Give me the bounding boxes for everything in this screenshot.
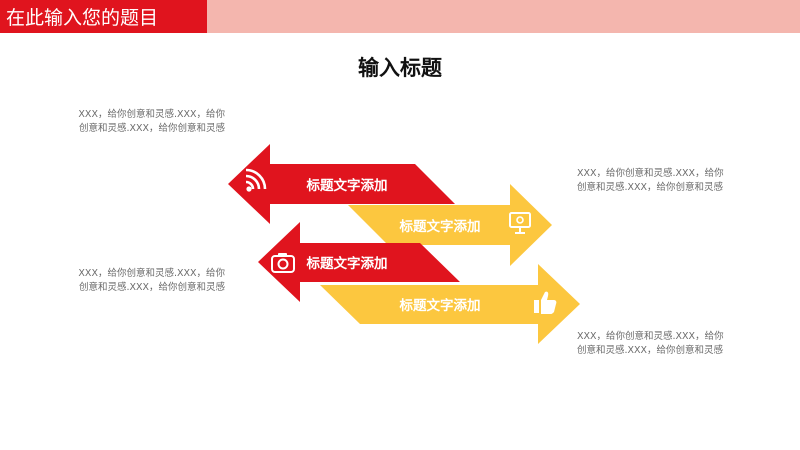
arrow-yellow-bottom: 标题文字添加 xyxy=(320,264,580,344)
arrow-label-2: 标题文字添加 xyxy=(399,218,481,235)
arrow-red-top: 标题文字添加 xyxy=(228,144,455,224)
text-block-bottom-left: XXX，给你创意和灵感.XXX，给你创意和灵感.XXX，给你创意和灵感 xyxy=(78,268,225,293)
text-block-top-left: XXX，给你创意和灵感.XXX，给你创意和灵感.XXX，给你创意和灵感 xyxy=(78,109,225,134)
header-title: 在此输入您的题目 xyxy=(6,7,159,29)
page-title: 输入标题 xyxy=(358,56,442,80)
header-bar: 在此输入您的题目 xyxy=(0,0,800,33)
arrow-label-1: 标题文字添加 xyxy=(306,177,388,194)
arrow-red-bottom: 标题文字添加 xyxy=(258,222,460,302)
arrow-yellow-top: 标题文字添加 xyxy=(348,184,552,266)
computer-monitor-icon xyxy=(509,212,531,234)
arrow-label-3: 标题文字添加 xyxy=(306,255,388,272)
arrow-label-4: 标题文字添加 xyxy=(399,297,481,314)
text-block-bottom-right: XXX，给你创意和灵感.XXX，给你创意和灵感.XXX，给你创意和灵感 xyxy=(577,331,724,356)
text-block-top-right: XXX，给你创意和灵感.XXX，给你创意和灵感.XXX，给你创意和灵感 xyxy=(577,168,724,193)
wifi-signal-icon xyxy=(245,168,267,192)
thumbs-up-icon xyxy=(534,291,557,314)
camera-icon xyxy=(271,253,295,273)
header-title-block xyxy=(0,0,207,33)
